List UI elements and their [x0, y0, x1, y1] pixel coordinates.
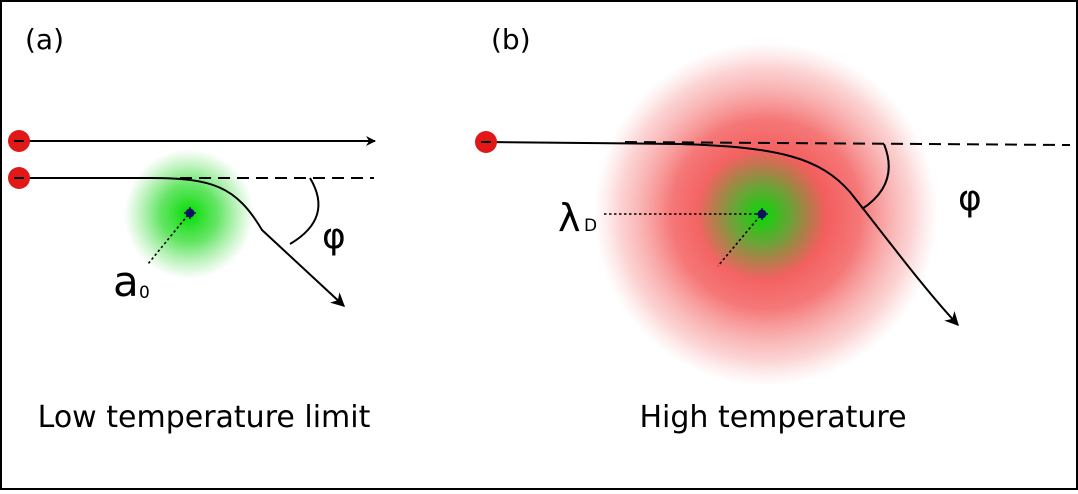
panel-b-caption: High temperature: [639, 400, 906, 435]
panel-b-angle-label: φ: [958, 178, 982, 219]
panel-a-tag: (a): [25, 23, 64, 56]
panel-a-caption: Low temperature limit: [38, 400, 371, 435]
electron-icon: [475, 131, 497, 153]
panel-a-deflected-trajectory: [19, 177, 346, 307]
panel-b-tag: (b): [491, 23, 531, 56]
electron-icon: [8, 167, 30, 189]
panel-a: (a) φ a 0 Low temperature: [8, 23, 376, 435]
panel-a-radius-subscript: 0: [139, 283, 150, 303]
panel-b-deflected-trajectory: [485, 141, 959, 327]
panel-b-radius-line: [717, 215, 761, 267]
nucleus-icon: [184, 207, 196, 219]
nucleus-icon: [756, 208, 768, 220]
panel-b: (b) φ λ D High temperature: [475, 23, 1071, 435]
panel-a-angle-arc: [289, 177, 320, 245]
panel-b-debye-label: λ: [558, 196, 581, 240]
electron-icon: [8, 130, 30, 152]
panel-a-radius-label: a: [113, 257, 139, 306]
panel-a-angle-label: φ: [322, 216, 346, 257]
panel-b-angle-arc: [861, 143, 890, 210]
panel-a-radius-line: [147, 214, 189, 265]
panel-b-reference-line: [624, 141, 1071, 146]
panel-b-debye-subscript: D: [584, 216, 597, 236]
